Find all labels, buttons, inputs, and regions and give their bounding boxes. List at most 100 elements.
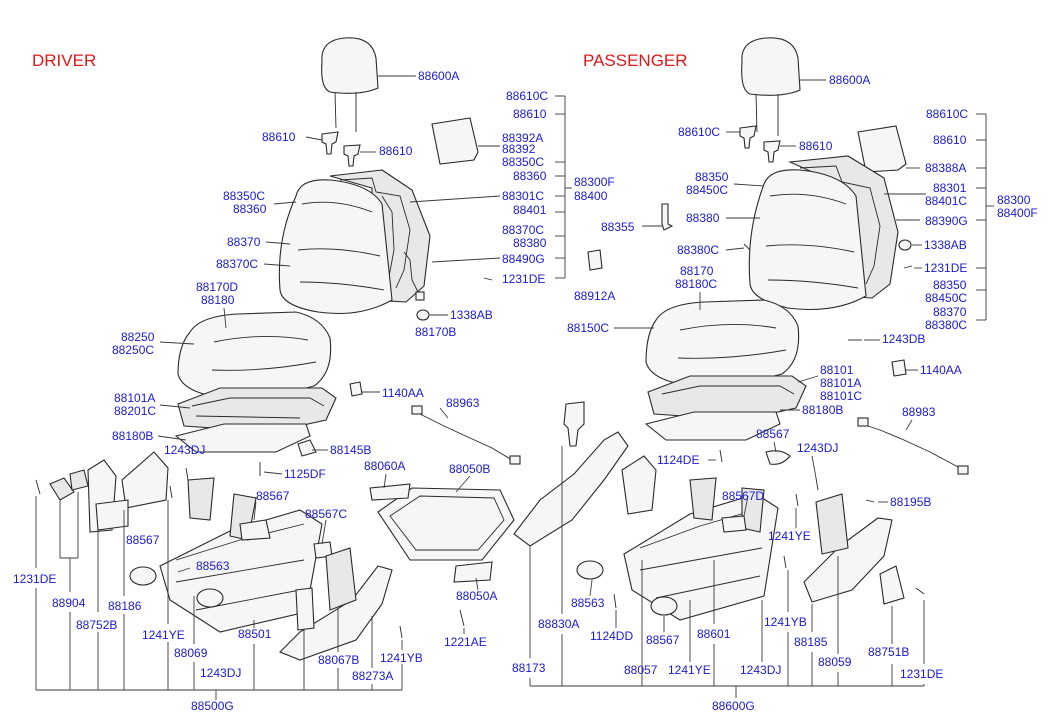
part-label: 88101A bbox=[114, 391, 155, 405]
part-label: 88912A bbox=[574, 289, 615, 303]
part-label: 88600A bbox=[418, 69, 459, 83]
passenger-side-shield bbox=[513, 431, 629, 547]
part-label: 1125DF bbox=[284, 467, 326, 481]
part-label: 88360 bbox=[233, 202, 267, 216]
part-label: 88170B bbox=[415, 325, 456, 339]
part-label: 88388A bbox=[925, 161, 966, 175]
part-label: 88145B bbox=[330, 443, 371, 457]
part-label: 1231DE bbox=[900, 667, 943, 681]
passenger-headrest bbox=[741, 37, 801, 96]
part-label: 88180B bbox=[112, 429, 153, 443]
part-label: 88173 bbox=[512, 661, 546, 675]
part-label: 1241YE bbox=[668, 663, 711, 677]
passenger-cushion-frame bbox=[647, 375, 807, 421]
part-label: 88400 bbox=[574, 189, 608, 203]
passenger-back-cushion bbox=[748, 169, 867, 310]
part-label: 88501 bbox=[238, 627, 272, 641]
part-label: 88610 bbox=[513, 107, 547, 121]
passenger-bracket-88355 bbox=[661, 203, 674, 231]
driver-harness bbox=[415, 411, 513, 461]
part-label: 88350 bbox=[933, 278, 967, 292]
part-label: 88567 bbox=[646, 633, 680, 647]
part-label: 1338AB bbox=[450, 308, 493, 322]
part-label: 88390G bbox=[925, 214, 968, 228]
part-label: 1231DE bbox=[924, 261, 967, 275]
driver-back-panel bbox=[431, 117, 479, 165]
part-label: 88101 bbox=[820, 363, 854, 377]
driver-cushion-pad bbox=[174, 423, 311, 453]
part-label: 88301 bbox=[933, 181, 967, 195]
part-label: 88600A bbox=[829, 73, 870, 87]
part-label: 1243DJ bbox=[200, 666, 241, 680]
passenger-seat-drawing bbox=[513, 37, 969, 621]
part-label: 88250 bbox=[121, 330, 155, 344]
part-label: 88567 bbox=[256, 489, 290, 503]
driver-part-labels: 88600A 88610 88610 88392A 88392 88610C 8… bbox=[13, 69, 615, 713]
part-label: 88057 bbox=[624, 663, 658, 677]
part-label: 88401C bbox=[925, 194, 967, 208]
part-label: 88610C bbox=[926, 107, 968, 121]
part-label: 1243DJ bbox=[164, 443, 205, 457]
part-label: 88170D bbox=[196, 280, 238, 294]
part-label: 1243DJ bbox=[797, 441, 838, 455]
part-label: 88350C bbox=[502, 155, 544, 169]
part-label: 88186 bbox=[108, 599, 142, 613]
part-label: 88610C bbox=[678, 125, 720, 139]
part-label: 88195B bbox=[890, 495, 931, 509]
part-label: 88450C bbox=[686, 183, 728, 197]
part-label: 88301C bbox=[502, 189, 544, 203]
part-label: 88392A bbox=[502, 131, 543, 145]
part-label: 88067B bbox=[318, 653, 359, 667]
part-label: 88150C bbox=[567, 321, 609, 335]
part-label: 88180 bbox=[201, 293, 235, 307]
part-label: 88201C bbox=[114, 404, 156, 418]
part-label: 1243DB bbox=[882, 332, 925, 346]
part-label: 88370C bbox=[502, 223, 544, 237]
driver-back-cushion bbox=[278, 179, 393, 315]
part-label: 88300F bbox=[574, 175, 615, 189]
part-label: 88170 bbox=[680, 264, 714, 278]
part-label: 88963 bbox=[446, 396, 480, 410]
driver-seat-cushion bbox=[177, 311, 332, 397]
driver-tray-88050B bbox=[377, 487, 515, 561]
part-label: 88355 bbox=[601, 220, 635, 234]
part-label: 88610C bbox=[506, 89, 548, 103]
passenger-seat-cushion bbox=[645, 299, 800, 385]
part-label: 88610 bbox=[379, 144, 413, 158]
part-label: 88380 bbox=[513, 236, 547, 250]
part-label: 88392 bbox=[502, 142, 536, 156]
driver-heading: DRIVER bbox=[32, 51, 96, 70]
part-label: 1140AA bbox=[920, 363, 962, 377]
part-label: 88180B bbox=[802, 403, 843, 417]
part-label: 88610 bbox=[933, 133, 967, 147]
part-label: 88563 bbox=[196, 559, 230, 573]
driver-headrest-guide-1 bbox=[321, 131, 339, 155]
part-label: 88273A bbox=[352, 669, 393, 683]
part-label: 1221AE bbox=[444, 635, 487, 649]
part-label: 88610 bbox=[262, 130, 296, 144]
part-label: 88180C bbox=[675, 277, 717, 291]
driver-cushion-frame bbox=[177, 387, 337, 433]
part-label: 1243DJ bbox=[740, 663, 781, 677]
part-label: 88567C bbox=[305, 507, 347, 521]
part-label: 1140AA bbox=[382, 386, 424, 400]
leader-lines bbox=[35, 75, 994, 700]
passenger-belt-buckle bbox=[563, 401, 585, 447]
part-label: 1231DE bbox=[13, 572, 56, 586]
part-label: 88904 bbox=[52, 596, 86, 610]
part-label: 88350C bbox=[223, 189, 265, 203]
part-label: 88500G bbox=[191, 699, 234, 713]
part-label: 88600G bbox=[712, 699, 755, 713]
part-label: 88830A bbox=[538, 617, 579, 631]
part-label: 88380 bbox=[686, 211, 720, 225]
part-label: 88567 bbox=[126, 533, 160, 547]
part-label: 88370C bbox=[216, 257, 258, 271]
part-label: 88983 bbox=[902, 405, 936, 419]
part-label: 88370 bbox=[227, 235, 261, 249]
part-label: 88751B bbox=[868, 645, 909, 659]
part-label: 1124DD bbox=[590, 629, 633, 643]
part-label: 1241YE bbox=[142, 628, 185, 642]
part-label: 1241YE bbox=[768, 529, 811, 543]
passenger-back-panel bbox=[857, 125, 907, 173]
